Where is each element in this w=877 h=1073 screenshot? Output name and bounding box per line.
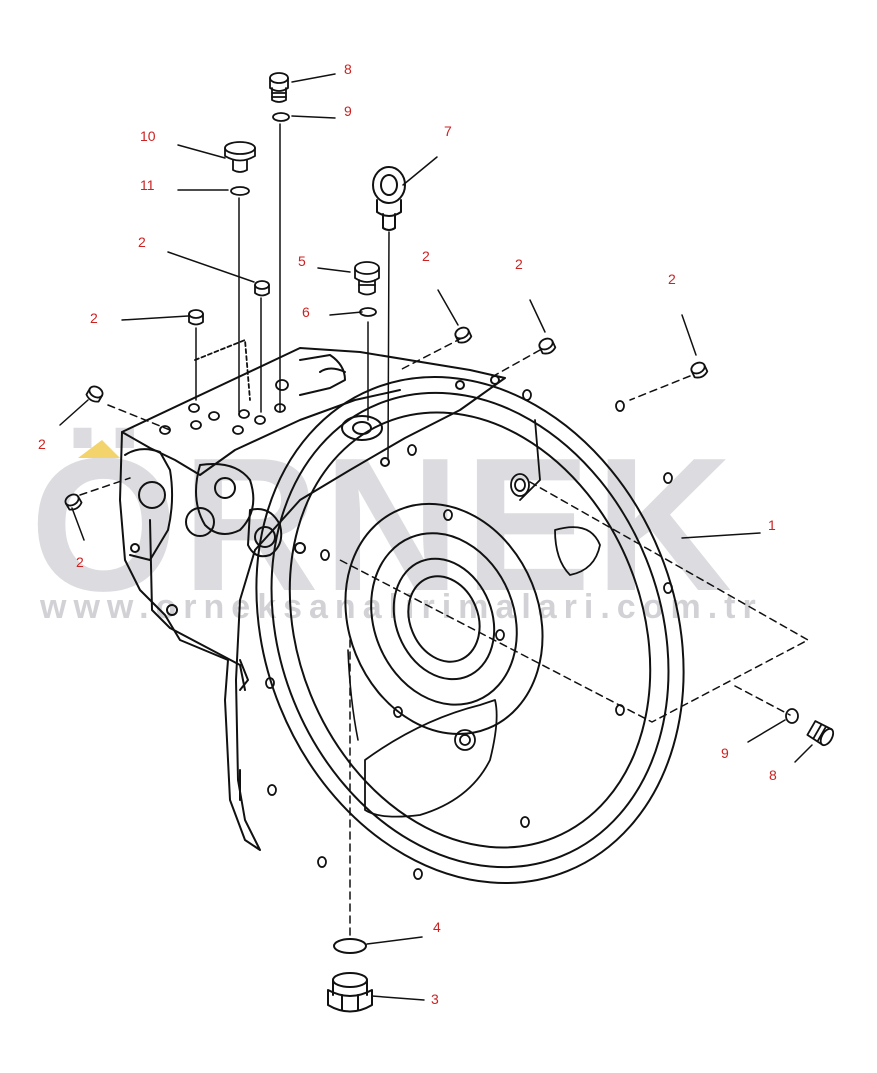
callout-6-ring: 6	[302, 304, 310, 320]
callout-2-f: 2	[38, 436, 46, 452]
callout-11-ring: 11	[140, 177, 155, 193]
callout-5-plug: 5	[298, 253, 306, 269]
callout-2-e: 2	[90, 310, 98, 326]
callout-4-ring: 4	[433, 919, 441, 935]
o-ring-6	[359, 307, 377, 317]
callout-8-right-plug: 8	[769, 767, 777, 783]
o-ring-9-top	[272, 112, 290, 122]
rim-bolt-holes	[265, 389, 673, 880]
callout-2-g: 2	[76, 554, 84, 570]
plug-5	[354, 261, 380, 296]
o-ring-9-right	[785, 708, 799, 724]
watermark-accent	[78, 440, 120, 458]
o-ring-4	[333, 938, 367, 954]
callout-1-housing: 1	[768, 517, 776, 533]
housing-rib	[519, 419, 541, 501]
o-ring-11	[230, 186, 250, 196]
transmission-case	[119, 347, 506, 851]
flywheel-housing	[255, 375, 685, 885]
plug-8-right	[806, 720, 835, 747]
callout-9-right-ring: 9	[721, 745, 729, 761]
housing-boss	[554, 526, 601, 576]
housing-web	[364, 699, 498, 818]
callout-8-top-plug: 8	[344, 61, 352, 77]
callout-2-c: 2	[515, 256, 523, 272]
callout-10-plug: 10	[140, 128, 156, 144]
leader-lines	[59, 73, 813, 1001]
callout-2-b: 2	[422, 248, 430, 264]
callout-2-a: 2	[138, 234, 146, 250]
valve-block	[159, 339, 289, 435]
callout-7-eyebolt: 7	[444, 123, 452, 139]
callout-9-top-ring: 9	[344, 103, 352, 119]
callout-2-d: 2	[668, 271, 676, 287]
plug-8-top	[269, 72, 289, 103]
eyebolt-7	[372, 166, 406, 231]
watermark-url: www.orneksanalirimalari.com.tr	[40, 588, 763, 626]
plug-2-group	[64, 280, 709, 511]
drain-plug-3	[327, 972, 373, 1013]
plug-10	[224, 141, 256, 173]
callout-3-drain-plug: 3	[431, 991, 439, 1007]
